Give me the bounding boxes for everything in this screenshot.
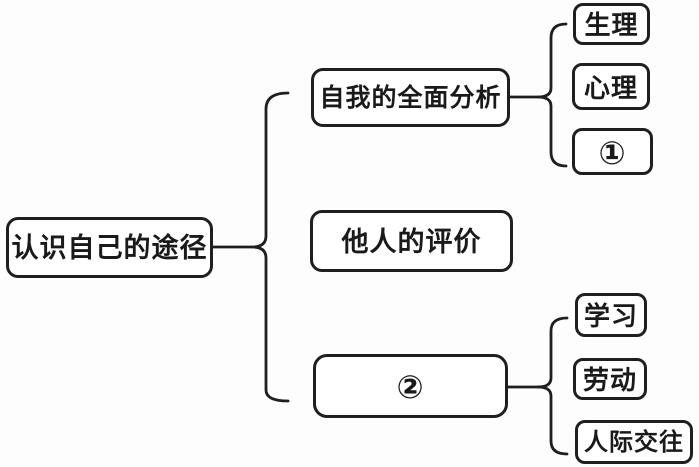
root-branches-brace <box>250 91 290 403</box>
node-labor: 劳动 <box>573 358 647 400</box>
node-labor-label: 劳动 <box>582 365 637 395</box>
node-others-evaluation: 他人的评价 <box>310 210 513 272</box>
blank2-children-brace <box>536 316 569 456</box>
node-psychology: 心理 <box>572 63 650 110</box>
node-study: 学习 <box>575 293 647 337</box>
analysis-children-brace <box>536 22 568 168</box>
node-study-label: 学习 <box>583 301 638 331</box>
node-blank-1-label: ① <box>598 134 627 171</box>
node-blank-1: ① <box>572 128 653 175</box>
node-others-evaluation-label: 他人的评价 <box>341 226 482 257</box>
node-physiology: 生理 <box>573 3 650 45</box>
node-physiology-label: 生理 <box>584 10 639 40</box>
node-blank-2-label: ② <box>396 369 425 405</box>
node-root-label: 认识自己的途径 <box>11 233 208 263</box>
node-psychology-label: 心理 <box>583 72 638 103</box>
node-interpersonal: 人际交往 <box>575 420 693 464</box>
node-self-analysis: 自我的全面分析 <box>311 68 510 127</box>
node-root: 认识自己的途径 <box>6 217 213 278</box>
node-self-analysis-label: 自我的全面分析 <box>319 84 502 112</box>
node-blank-2: ② <box>313 354 508 418</box>
node-interpersonal-label: 人际交往 <box>584 429 684 456</box>
